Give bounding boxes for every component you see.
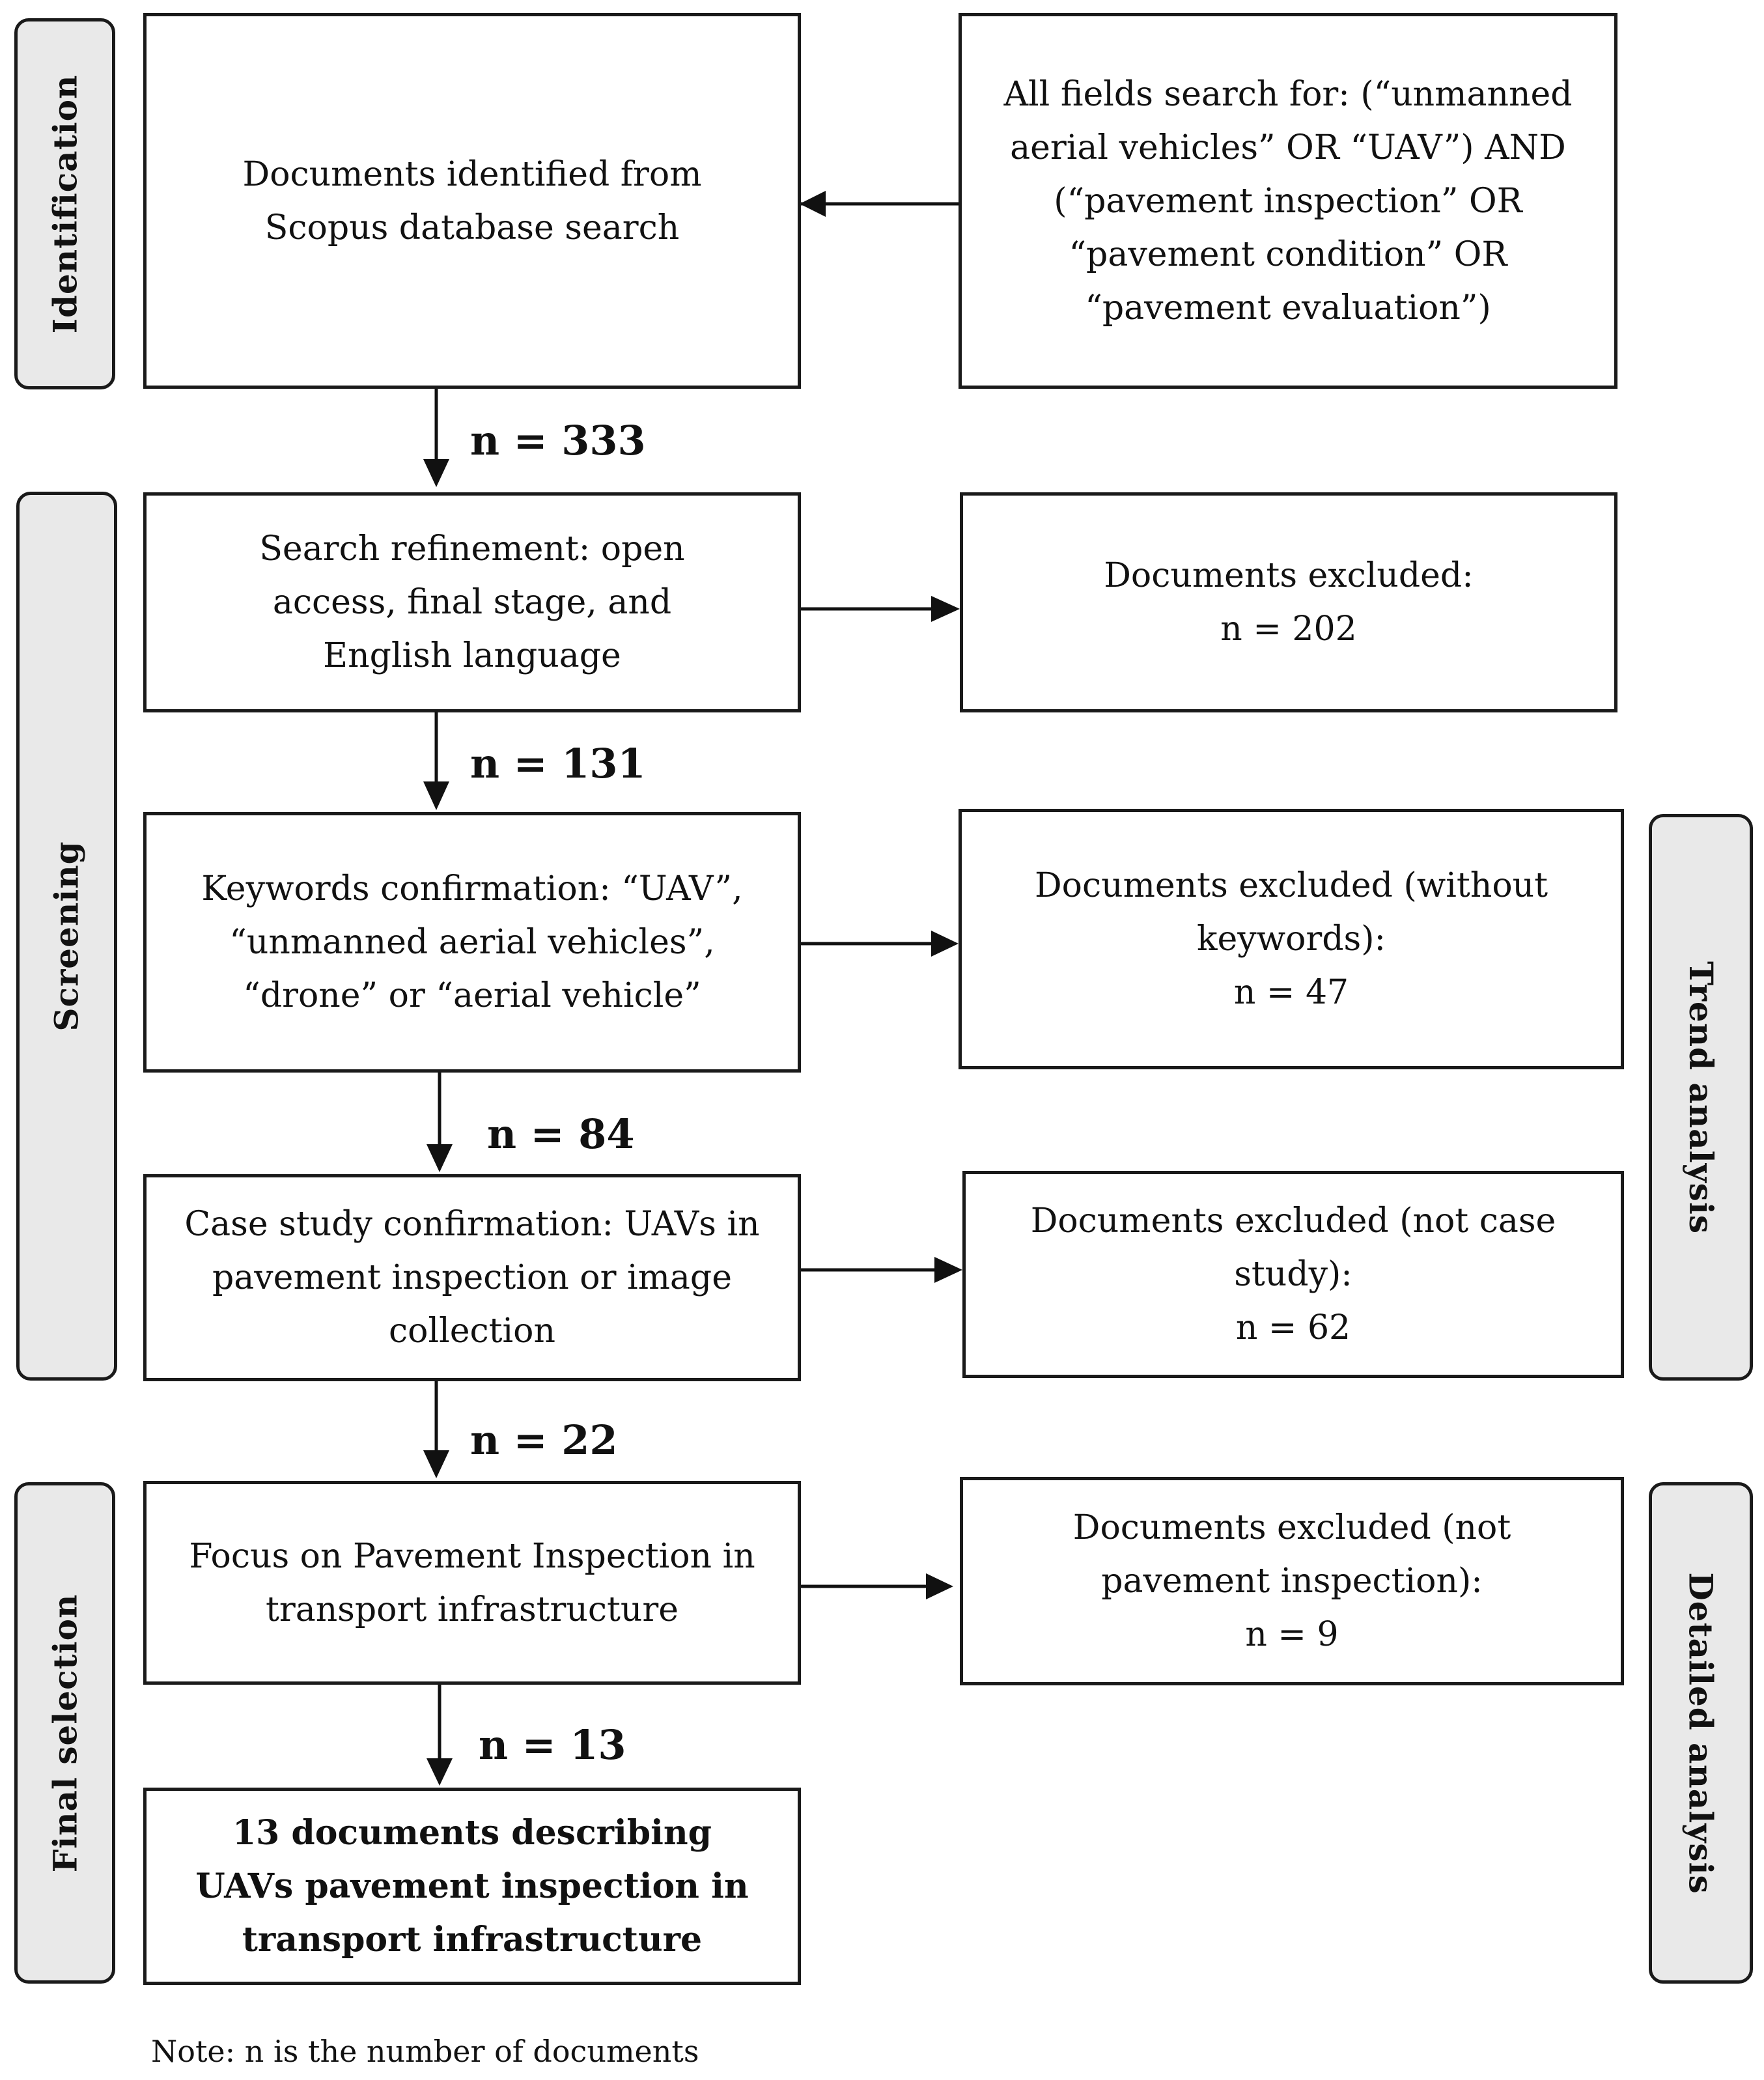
arrow-head-refinement-to-excluded-1 — [931, 596, 960, 622]
box-excluded-2-count: n = 47 — [1233, 973, 1349, 1012]
box-excluded-4-content: Documents excluded (not pavement inspect… — [1041, 1501, 1543, 1661]
arrow-head-focus-to-final — [427, 1758, 453, 1786]
box-search-query-text: All fields search for: (“unmanned aerial… — [1003, 74, 1573, 328]
box-excluded-1-content: Documents excluded: n = 202 — [1104, 549, 1474, 656]
box-excluded-1: Documents excluded: n = 202 — [960, 492, 1617, 712]
box-keywords-confirmation-text: Keywords confirmation: “UAV”, “unmanned … — [201, 869, 743, 1015]
box-final-documents-text: 13 documents describing UAVs pavement in… — [195, 1812, 749, 1960]
arrow-head-case-to-excluded-3 — [934, 1257, 962, 1283]
box-focus-pavement: Focus on Pavement Inspection in transpor… — [143, 1481, 801, 1685]
arrow-head-case-to-focus — [423, 1450, 449, 1478]
box-keywords-confirmation: Keywords confirmation: “UAV”, “unmanned … — [143, 812, 801, 1073]
box-excluded-3-content: Documents excluded (not case study): n =… — [1011, 1194, 1575, 1355]
stage-final-selection: Final selection — [14, 1482, 115, 1984]
count-after-keywords: n = 84 — [487, 1110, 635, 1158]
box-excluded-3-label: Documents excluded (not case study): — [1030, 1202, 1556, 1294]
box-excluded-1-label: Documents excluded: — [1104, 556, 1474, 595]
box-excluded-3: Documents excluded (not case study): n =… — [962, 1171, 1624, 1378]
box-excluded-4-count: n = 9 — [1245, 1615, 1339, 1654]
box-excluded-4: Documents excluded (not pavement inspect… — [960, 1477, 1624, 1685]
box-excluded-4-label: Documents excluded (not pavement inspect… — [1072, 1508, 1511, 1601]
box-case-study-confirmation-text: Case study confirmation: UAVs in pavemen… — [184, 1205, 760, 1351]
analysis-trend-label: Trend analysis — [1681, 961, 1720, 1234]
stage-screening-label: Screening — [48, 841, 86, 1032]
box-documents-identified: Documents identified from Scopus databas… — [143, 13, 801, 389]
arrow-head-focus-to-excluded-4 — [926, 1573, 953, 1599]
box-excluded-2: Documents excluded (without keywords): n… — [959, 809, 1624, 1069]
box-excluded-2-content: Documents excluded (without keywords): n… — [1014, 859, 1569, 1019]
count-after-refinement: n = 131 — [470, 740, 646, 787]
box-excluded-3-count: n = 62 — [1235, 1308, 1351, 1347]
box-search-query: All fields search for: (“unmanned aerial… — [959, 13, 1617, 389]
stage-screening: Screening — [16, 492, 117, 1381]
box-excluded-2-label: Documents excluded (without keywords): — [1034, 866, 1548, 959]
analysis-trend: Trend analysis — [1649, 814, 1753, 1381]
count-after-case-study: n = 22 — [470, 1416, 618, 1464]
stage-identification: Identification — [14, 18, 115, 389]
analysis-detailed: Detailed analysis — [1649, 1482, 1753, 1984]
footnote: Note: n is the number of documents — [151, 2034, 699, 2069]
box-documents-identified-text: Documents identified from Scopus databas… — [242, 154, 702, 247]
box-search-refinement-text: Search refinement: open access, final st… — [259, 529, 685, 675]
box-excluded-1-count: n = 202 — [1220, 610, 1357, 649]
arrow-head-query-to-identified — [800, 191, 826, 217]
arrow-head-keywords-to-excluded-2 — [931, 931, 959, 957]
box-final-documents: 13 documents describing UAVs pavement in… — [143, 1788, 801, 1985]
stage-final-selection-label: Final selection — [46, 1594, 84, 1872]
box-search-refinement: Search refinement: open access, final st… — [143, 492, 801, 712]
arrow-head-refinement-to-keywords — [423, 781, 449, 810]
analysis-detailed-label: Detailed analysis — [1681, 1571, 1720, 1894]
count-after-focus: n = 13 — [479, 1721, 626, 1769]
stage-identification-label: Identification — [46, 74, 84, 333]
count-after-identification: n = 333 — [470, 417, 646, 464]
box-case-study-confirmation: Case study confirmation: UAVs in pavemen… — [143, 1174, 801, 1381]
box-focus-pavement-text: Focus on Pavement Inspection in transpor… — [189, 1536, 755, 1629]
arrow-head-identified-to-refinement — [423, 459, 449, 487]
arrow-head-keywords-to-case — [427, 1144, 453, 1172]
